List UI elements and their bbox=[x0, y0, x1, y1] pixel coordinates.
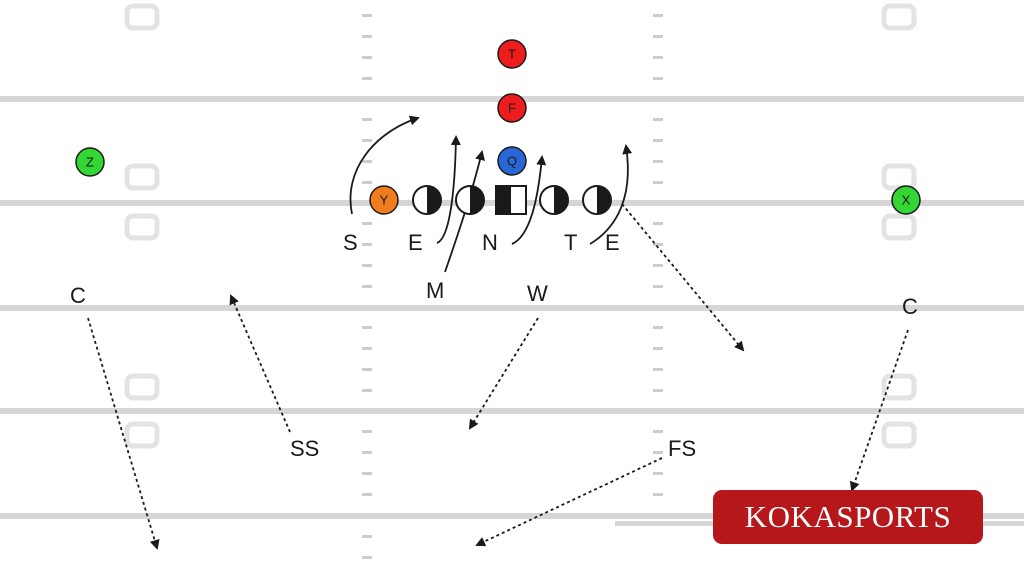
yard-number-mark bbox=[124, 421, 160, 449]
player-x: X bbox=[891, 185, 921, 215]
defender-c-left: C bbox=[70, 283, 86, 308]
route-n-slant bbox=[511, 155, 547, 245]
lineman-left-guard bbox=[455, 185, 485, 215]
defender-s: S bbox=[343, 230, 358, 255]
yard-number-mark bbox=[881, 373, 917, 401]
route-right-corner bbox=[849, 329, 909, 492]
route-e-slant bbox=[436, 135, 461, 244]
player-f-marker bbox=[497, 93, 527, 123]
yard-number-mark bbox=[124, 3, 160, 31]
player-q: Q bbox=[497, 146, 527, 176]
player-f: F bbox=[497, 93, 527, 123]
defender-c-right: C bbox=[902, 294, 918, 319]
skill-players: T F Q Z X Y bbox=[75, 39, 921, 215]
route-right-drop bbox=[621, 203, 745, 352]
lineman-left-tackle bbox=[412, 185, 442, 215]
svg-text:T: T bbox=[508, 47, 516, 62]
defender-e-left: E bbox=[408, 230, 423, 255]
player-x-marker bbox=[891, 185, 921, 215]
defense-paths bbox=[87, 115, 909, 550]
hash-column-left bbox=[362, 14, 372, 559]
route-te-rush bbox=[589, 144, 633, 245]
svg-text:Z: Z bbox=[86, 155, 94, 170]
yard-number-mark bbox=[881, 421, 917, 449]
offensive-line bbox=[412, 185, 612, 215]
route-fs-rotate bbox=[475, 457, 663, 547]
player-q-marker bbox=[497, 146, 527, 176]
yard-number-mark bbox=[124, 163, 160, 191]
yard-number-mark bbox=[881, 3, 917, 31]
brand-logo-badge: KOKASPORTS bbox=[713, 490, 983, 544]
route-left-corner bbox=[87, 317, 160, 550]
route-ss-drop bbox=[229, 294, 291, 433]
center-square bbox=[495, 185, 527, 215]
brand-logo-text: KOKASPORTS bbox=[744, 499, 952, 534]
yard-line bbox=[0, 408, 1024, 414]
svg-text:F: F bbox=[508, 101, 516, 116]
yard-number-mark bbox=[124, 213, 160, 241]
defender-m: M bbox=[426, 278, 444, 303]
yard-line bbox=[0, 305, 1024, 311]
route-m-blitz bbox=[444, 150, 485, 273]
player-t-marker bbox=[497, 39, 527, 69]
player-y-marker bbox=[369, 185, 399, 215]
svg-text:X: X bbox=[902, 193, 911, 208]
lineman-right-tackle bbox=[582, 185, 612, 215]
yard-number-mark bbox=[881, 163, 917, 191]
player-z: Z bbox=[75, 147, 105, 177]
yard-number-mark bbox=[124, 373, 160, 401]
lineman-right-guard bbox=[539, 185, 569, 215]
defender-n: N bbox=[482, 230, 498, 255]
defender-fs: FS bbox=[668, 436, 696, 461]
defender-e-right: E bbox=[605, 230, 620, 255]
yard-number-mark bbox=[881, 213, 917, 241]
defense-labels: S E N T E M W C C SS FS bbox=[70, 230, 918, 461]
svg-text:Q: Q bbox=[507, 154, 517, 169]
yard-line bbox=[0, 513, 1024, 519]
defender-w: W bbox=[527, 281, 548, 306]
hash-column-right bbox=[653, 14, 663, 496]
yard-numbers bbox=[124, 3, 917, 449]
svg-text:Y: Y bbox=[380, 193, 389, 208]
route-s-rush bbox=[349, 115, 420, 215]
hash-marks bbox=[362, 14, 663, 559]
player-y: Y bbox=[369, 185, 399, 215]
defender-ss: SS bbox=[290, 436, 319, 461]
defender-t: T bbox=[564, 230, 577, 255]
player-t: T bbox=[497, 39, 527, 69]
player-z-marker bbox=[75, 147, 105, 177]
